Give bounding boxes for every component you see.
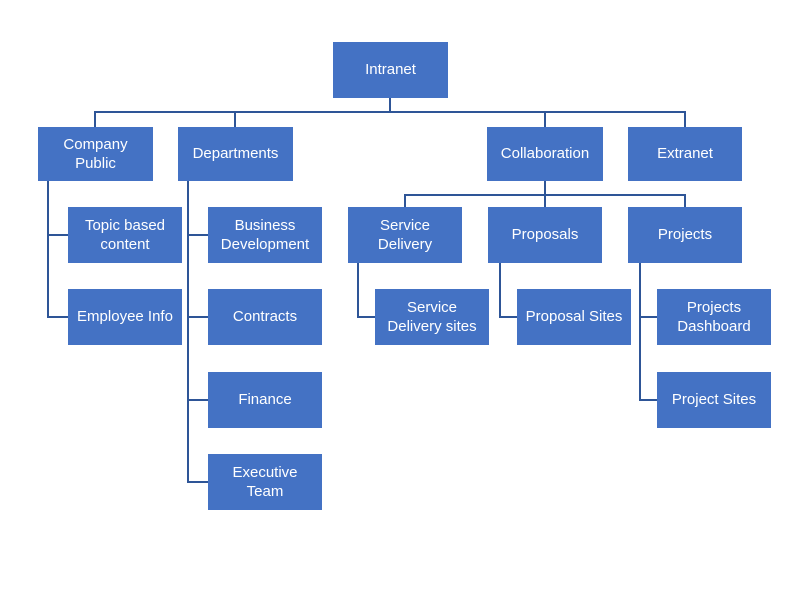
node-label: Contracts [232,308,298,326]
node-service-delivery-sites: Service Delivery sites [375,289,489,345]
node-label: Service Delivery [377,216,433,253]
node-label: Executive Team [232,463,298,500]
connector-projects-to-children [639,263,657,401]
node-label: Project Sites [671,391,757,409]
node-label: Company Public [63,135,128,172]
connector-collaboration-to-children [404,181,686,207]
node-intranet: Intranet [333,42,448,98]
node-contracts: Contracts [208,289,322,345]
node-label: Proposal Sites [525,308,623,326]
connector-service-delivery-to-children [357,263,375,318]
node-extranet: Extranet [628,127,742,181]
node-collaboration: Collaboration [487,127,603,181]
node-label: Topic based content [84,216,166,253]
node-label: Finance [238,391,292,409]
node-label: Service Delivery sites [387,298,477,335]
node-label: Business Development [220,216,310,253]
node-projects-dashboard: Projects Dashboard [657,289,771,345]
node-label: Extranet [657,145,713,163]
connector-departments-to-children [187,181,208,483]
node-label: Projects [657,226,713,244]
node-label: Collaboration [500,145,590,163]
node-topic-based-content: Topic based content [68,207,182,263]
node-employee-info: Employee Info [68,289,182,345]
node-project-sites: Project Sites [657,372,771,428]
node-proposal-sites: Proposal Sites [517,289,631,345]
node-finance: Finance [208,372,322,428]
node-label: Employee Info [77,308,173,326]
node-proposals: Proposals [488,207,602,263]
connector-company-public-to-children [47,181,68,318]
node-company-public: Company Public [38,127,153,181]
node-label: Intranet [365,61,416,79]
connector-intranet-to-level2 [94,98,686,127]
node-executive-team: Executive Team [208,454,322,510]
node-service-delivery: Service Delivery [348,207,462,263]
node-departments: Departments [178,127,293,181]
connector-proposals-to-children [499,263,517,318]
node-label: Projects Dashboard [677,298,751,335]
node-label: Departments [192,145,279,163]
node-label: Proposals [511,226,579,244]
node-projects: Projects [628,207,742,263]
node-business-development: Business Development [208,207,322,263]
